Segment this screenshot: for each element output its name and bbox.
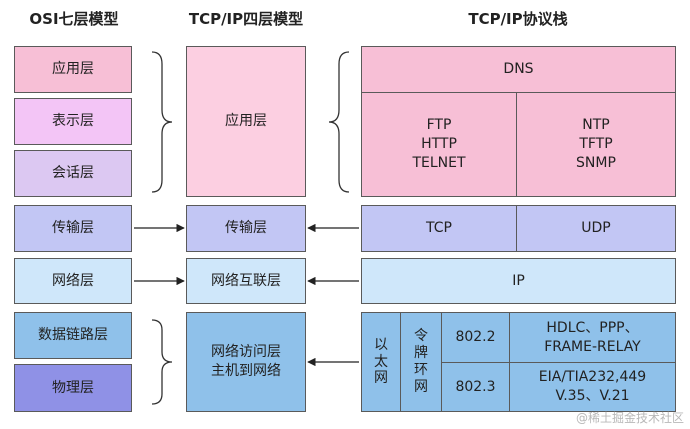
network-access-line1: 网络访问层 — [211, 344, 281, 361]
tcpip4-header: TCP/IP四层模型 — [188, 10, 304, 28]
token-ring-box: 令 牌 环 网 — [400, 312, 442, 412]
protocol-tftp: TFTP — [579, 136, 613, 153]
protocol-telnet: TELNET — [412, 154, 466, 171]
eia-line2: V.35、V.21 — [555, 388, 630, 404]
osi-session-layer: 会话层 — [14, 150, 132, 197]
osi-transport-layer: 传输层 — [14, 205, 132, 252]
hdlc-line1: HDLC、PPP、 — [546, 319, 639, 336]
protocol-snmp: SNMP — [576, 154, 616, 171]
tcpip-internet-layer: 网络互联层 — [186, 258, 306, 304]
tcpip-network-access-layer: 网络访问层 主机到网络 — [186, 312, 306, 412]
eia-tia-box: EIA/TIA232,449 V.35、V.21 — [509, 362, 676, 412]
token-ring-char-1: 令 — [414, 328, 428, 345]
tcpip-application-layer: 应用层 — [186, 46, 306, 197]
ieee-8022-box: 802.2 — [441, 312, 510, 363]
osi-presentation-layer: 表示层 — [14, 98, 132, 145]
osi-network-layer: 网络层 — [14, 258, 132, 304]
protocol-ftp: FTP — [426, 117, 452, 134]
token-ring-char-2: 牌 — [414, 345, 428, 362]
brace-osi-lower — [151, 319, 173, 405]
hdlc-line2: FRAME-RELAY — [544, 338, 641, 355]
udp-box: UDP — [516, 205, 676, 252]
stack-header: TCP/IP协议栈 — [468, 10, 568, 28]
ntp-tftp-snmp-box: NTP TFTP SNMP — [516, 92, 676, 197]
watermark: @稀土掘金技术社区 — [575, 411, 684, 425]
protocol-http: HTTP — [421, 136, 457, 153]
dns-box: DNS — [361, 46, 676, 93]
osi-datalink-layer: 数据链路层 — [14, 312, 132, 359]
ethernet-char-2: 太 — [374, 353, 388, 370]
tcp-box: TCP — [361, 205, 517, 252]
token-ring-char-4: 网 — [414, 378, 428, 395]
ieee-8023-box: 802.3 — [441, 362, 510, 412]
osi-physical-layer: 物理层 — [14, 364, 132, 412]
ip-box: IP — [361, 258, 676, 304]
network-access-line2: 主机到网络 — [211, 363, 281, 379]
eia-line1: EIA/TIA232,449 — [538, 369, 647, 386]
ethernet-box: 以 太 网 — [361, 312, 401, 412]
token-ring-char-3: 环 — [414, 362, 428, 378]
ethernet-char-3: 网 — [374, 370, 388, 387]
hdlc-ppp-framerelay-box: HDLC、PPP、 FRAME-RELAY — [509, 312, 676, 363]
protocol-ntp: NTP — [582, 117, 610, 134]
brace-stack-upper — [328, 51, 350, 193]
ftp-http-telnet-box: FTP HTTP TELNET — [361, 92, 517, 197]
osi-application-layer: 应用层 — [14, 46, 132, 93]
ethernet-char-1: 以 — [374, 336, 388, 353]
brace-osi-upper — [151, 51, 173, 193]
tcpip-transport-layer: 传输层 — [186, 205, 306, 252]
osi-header: OSI七层模型 — [29, 10, 119, 28]
